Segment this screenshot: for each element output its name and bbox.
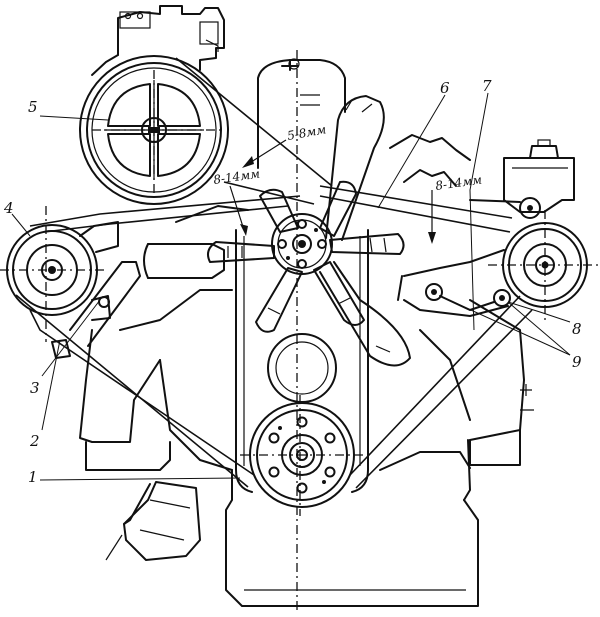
- callout-5: 5: [28, 98, 38, 116]
- deflection-arrows: [229, 139, 436, 244]
- engine-block: [79, 205, 534, 607]
- callout-9: 9: [572, 353, 582, 371]
- compressor: [91, 5, 225, 76]
- deflection-steering: 8-14мм: [434, 173, 482, 193]
- tensioner-bracket: [469, 197, 541, 219]
- callout-4: 4: [3, 199, 14, 217]
- callout-8: 8: [572, 320, 582, 338]
- callout-6: 6: [440, 79, 450, 97]
- fan-blade-top: [325, 95, 385, 241]
- deflection-labels: 5-8мм 8-14мм 8-14мм: [212, 122, 482, 193]
- center-lines: [0, 50, 600, 612]
- callout-labels: 1 2 3 4 5 6 7 8 9: [3, 77, 582, 486]
- pump-inlet: [143, 243, 225, 279]
- fan-assembly: [207, 180, 411, 367]
- timing-cover: [235, 229, 369, 493]
- upper-hose: [389, 134, 471, 187]
- callout-7: 7: [482, 77, 492, 95]
- drive-belts: [15, 57, 533, 489]
- oil-filler: [105, 481, 201, 561]
- callout-2: 2: [29, 432, 40, 450]
- callout-3: 3: [30, 379, 40, 397]
- deflection-generator: 8-14мм: [212, 167, 260, 187]
- steering-reservoir: [503, 139, 575, 213]
- deflection-compressor: 5-8мм: [286, 122, 327, 143]
- callout-1: 1: [28, 468, 38, 486]
- leader-lines: [11, 92, 571, 481]
- pump-bracket: [397, 249, 511, 317]
- coolant-housing: [257, 58, 346, 169]
